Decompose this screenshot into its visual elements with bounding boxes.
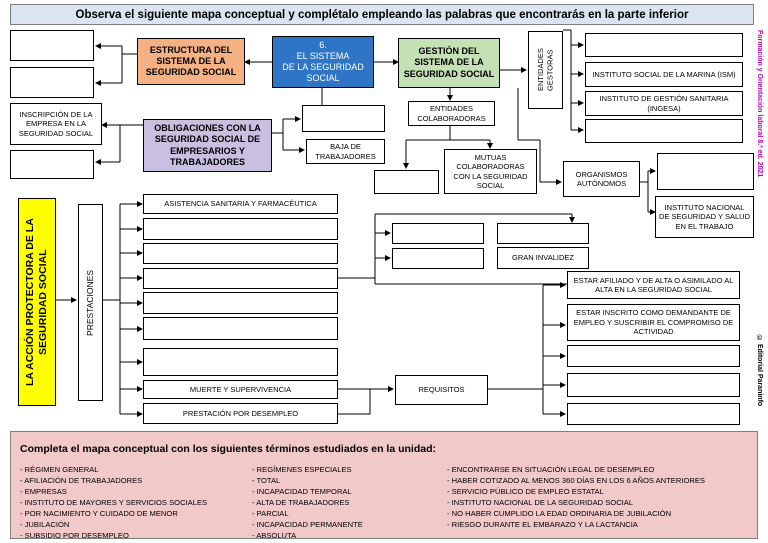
term-item: - POR NACIMIENTO Y CUIDADO DE MENOR [20,509,178,518]
page-title: Observa el siguiente mapa conceptual y c… [10,4,754,25]
requisitos-box: REQUISITOS [395,375,488,405]
prestaciones-box: PRESTACIONES [78,204,103,401]
blank-prestacion-6[interactable] [143,348,338,376]
term-item: - HABER COTIZADO AL MENOS 360 DÍAS EN LO… [447,476,705,485]
terms-panel [10,431,758,539]
term-item: - ALTA DE TRABAJADORES [252,498,350,507]
accion-protectora-label: LA ACCIÓN PROTECTORA DE LA SEGURIDAD SOC… [23,218,49,386]
term-item: - RÉGIMEN GENERAL [20,465,99,474]
blank-incapacidad-1[interactable] [392,223,484,244]
blank-estructura-2[interactable] [10,67,94,98]
term-item: - SERVICIO PÚBLICO DE EMPLEO ESTATAL [447,487,604,496]
gestion-box: GESTIÓN DEL SISTEMA DE LA SEGURIDAD SOCI… [398,38,500,88]
terms-column-2: - REGÍMENES ESPECIALES - TOTAL - INCAPACID… [252,464,363,541]
term-item: - NO HABER CUMPLIDO LA EDAD ORDINARIA DE… [447,509,672,518]
term-item: - AFILIACIÓN DE TRABAJADORES [20,476,143,485]
insst-box: INSTITUTO NACIONAL DE SEGURIDAD Y SALUD … [655,196,754,238]
blank-requisito-2[interactable] [567,373,740,397]
blank-incapacidad-3[interactable] [497,223,589,244]
mutuas-box: MUTUAS COLABORADORAS CON LA SEGURIDAD SO… [444,149,537,194]
term-item: - ENCONTRARSE EN SITUACIÓN LEGAL DE DESE… [447,465,655,474]
terms-column-1: - RÉGIMEN GENERAL - AFILIACIÓN DE TRABAJA… [20,464,207,541]
entidades-gestoras-label: ENTIDADES GESTORAS [536,48,555,92]
blank-gestora-2[interactable] [585,119,743,143]
blank-prestacion-2[interactable] [143,243,338,264]
organismos-autonomos-box: ORGANISMOS AUTÓNOMOS [563,161,640,197]
asistencia-box: ASISTENCIA SANITARIA Y FARMACÉUTICA [143,194,338,214]
term-item: - REGÍMENES ESPECIALES [252,465,352,474]
entidades-colaboradoras-box: ENTIDADES COLABORADORAS [408,101,495,126]
blank-requisito-1[interactable] [567,345,740,367]
central-topic: 6. EL SISTEMA DE LA SEGURIDAD SOCIAL [272,36,374,88]
term-item: - TOTAL [252,476,281,485]
gran-invalidez-box: GRAN INVALIDEZ [497,247,589,269]
blank-estructura-1[interactable] [10,30,94,61]
estructura-box: ESTRUCTURA DEL SISTEMA DE LA SEGURIDAD S… [137,38,245,85]
accion-protectora-box: LA ACCIÓN PROTECTORA DE LA SEGURIDAD SOC… [18,198,56,406]
terms-title: Completa el mapa conceptual con los sigu… [20,443,437,455]
ingesa-box: INSTITUTO DE GESTIÓN SANITARIA (INGESA) [585,91,743,116]
blank-obligacion-1[interactable] [10,150,94,179]
term-item: - JUBILACIÓN [20,520,70,529]
term-item: - INCAPACIDAD PERMANENTE [252,520,363,529]
term-item: - INSTITUTO DE MAYORES Y SERVICIOS SOCIA… [20,498,208,507]
term-item: - EMPRESAS [20,487,67,496]
req-inscrito-box: ESTAR INSCRITO COMO DEMANDANTE DE EMPLEO… [567,304,740,341]
term-item: - PARCIAL [252,509,289,518]
entidades-gestoras-box: ENTIDADES GESTORAS [528,31,563,109]
blank-gestora-1[interactable] [585,33,743,57]
desempleo-box: PRESTACIÓN POR DESEMPLEO [143,403,338,424]
term-item: - INCAPACIDAD TEMPORAL [252,487,352,496]
term-item: - INSTITUTO NACIONAL DE LA SEGURIDAD SOC… [447,498,634,507]
term-item: - ABSOLUTA [252,531,297,540]
terms-column-3: - ENCONTRARSE EN SITUACIÓN LEGAL DE DESE… [447,464,705,530]
term-item: - RIESGO DURANTE EL EMBARAZO Y LA LACTAN… [447,520,638,529]
blank-organismo[interactable] [657,153,754,190]
blank-prestacion-5[interactable] [143,317,338,340]
term-item: - SUBSIDIO POR DESEMPLEO [20,531,129,540]
obligaciones-box: OBLIGACIONES CON LA SEGURIDAD SOCIAL DE … [143,119,272,172]
blank-incapacidad-2[interactable] [392,248,484,269]
inscripcion-box: INSCRIPCIÓN DE LA EMPRESA EN LA SEGURIDA… [10,103,102,145]
blank-colaboradora[interactable] [374,170,439,194]
blank-prestacion-4[interactable] [143,292,338,314]
muerte-box: MUERTE Y SUPERVIVENCIA [143,380,338,399]
ism-box: INSTITUTO SOCIAL DE LA MARINA (ISM) [585,62,743,87]
blank-prestacion-1[interactable] [143,218,338,240]
req-afiliado-box: ESTAR AFILIADO Y DE ALTA O ASIMILADO AL … [567,271,740,299]
prestaciones-label: PRESTACIONES [85,269,96,336]
blank-requisito-3[interactable] [567,403,740,425]
blank-prestacion-3[interactable] [143,268,338,289]
credit-publisher: © Editorial Paraninfo [756,335,763,407]
blank-obligacion-2[interactable] [302,105,385,132]
credit-book: Formación y Orientación laboral 8.ª ed. … [756,30,763,178]
baja-box: BAJA DE TRABAJADORES [306,139,385,164]
